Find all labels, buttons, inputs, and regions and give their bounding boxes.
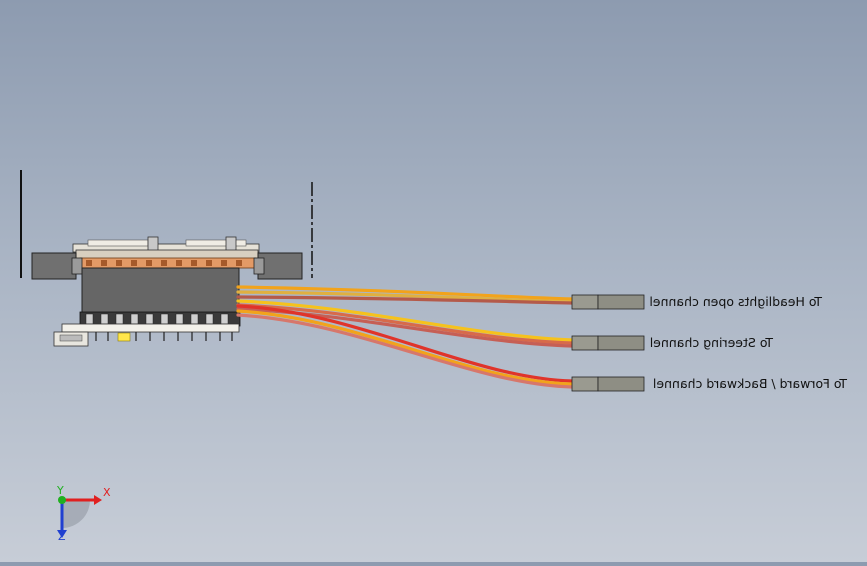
y-axis-dot: [58, 496, 66, 504]
pcb-board: [53, 323, 240, 347]
left-bracket: [31, 252, 83, 280]
connector-headlights: [571, 294, 645, 310]
label-headlights: To Headlights open channel: [649, 294, 822, 309]
label-forward-backward: To Forward / Backward channel: [652, 376, 847, 391]
label-steering: To Steering channel: [649, 335, 773, 350]
led-component: [117, 332, 131, 342]
connector-steering: [571, 335, 645, 351]
y-axis-label: Y: [57, 484, 64, 497]
connector-forward-backward: [571, 376, 645, 392]
x-axis-label: X: [103, 486, 111, 499]
right-bracket: [253, 252, 303, 280]
coordinate-triad: [57, 495, 102, 538]
wire-harness: [236, 285, 574, 389]
z-axis-label: Z: [58, 530, 66, 543]
orange-pin-row: [79, 257, 257, 269]
module-body: [81, 267, 240, 314]
header-strip: [72, 236, 260, 261]
